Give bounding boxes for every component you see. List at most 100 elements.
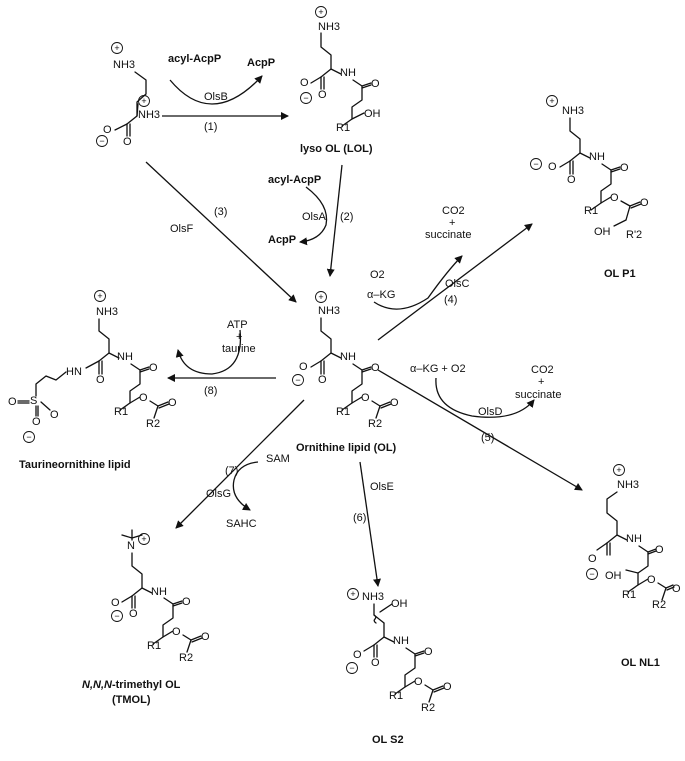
r8-taurine: taurine <box>222 343 256 355</box>
r8-number: (8) <box>204 385 217 397</box>
svg-text:R2: R2 <box>179 652 193 664</box>
reaction-4: O2 α–KG CO2 + succinate OlsC (4) <box>367 205 533 341</box>
svg-text:R1: R1 <box>389 690 403 702</box>
olp1-structure: + NH3 NH O O − O O O R1 OH R'2 OL P1 <box>530 95 649 280</box>
svg-text:−: − <box>533 159 538 169</box>
svg-text:R1: R1 <box>147 640 161 652</box>
reaction-6: OlsE (6) <box>353 461 394 587</box>
r2-product: AcpP <box>268 234 296 246</box>
r5-enzyme: OlsD <box>478 406 503 418</box>
svg-text:O: O <box>299 361 308 373</box>
r4-enzyme: OlsC <box>445 278 470 290</box>
r7-enzyme: OlsG <box>206 488 231 500</box>
svg-text:+: + <box>549 96 554 106</box>
svg-text:OH: OH <box>605 570 622 582</box>
r7-number: (7) <box>225 465 238 477</box>
r1-substrate-acyl: acyl-AcpP <box>168 53 221 65</box>
svg-text:+: + <box>616 465 621 475</box>
svg-text:NH3: NH3 <box>318 21 340 33</box>
svg-text:O: O <box>548 161 557 173</box>
r7-sahc: SAHC <box>226 518 257 530</box>
svg-text:−: − <box>349 663 354 673</box>
reaction-5: α–KG + O2 CO2 + succinate OlsD (5) <box>377 363 583 491</box>
svg-text:NH: NH <box>393 635 409 647</box>
svg-text:−: − <box>26 432 31 442</box>
svg-text:R'2: R'2 <box>626 229 642 241</box>
svg-text:O: O <box>300 77 309 89</box>
svg-text:R2: R2 <box>652 599 666 611</box>
amine-label: NH3 <box>113 59 135 71</box>
svg-text:R1: R1 <box>114 406 128 418</box>
svg-text:+: + <box>141 96 146 106</box>
svg-text:R2: R2 <box>146 418 160 430</box>
svg-text:N: N <box>127 540 135 552</box>
svg-text:O: O <box>168 397 177 409</box>
svg-text:NH3: NH3 <box>318 305 340 317</box>
svg-text:R2: R2 <box>368 418 382 430</box>
svg-text:O: O <box>567 174 576 186</box>
svg-text:O: O <box>96 374 105 386</box>
ornithine-structure: + NH3 + NH3 O O − <box>96 42 160 148</box>
svg-text:O: O <box>640 197 649 209</box>
r8-plus: + <box>236 331 242 343</box>
svg-text:NH: NH <box>117 351 133 363</box>
ols2-structure: + NH3 OH NH O O − O O O R1 R2 OL S2 <box>346 588 452 746</box>
svg-text:NH: NH <box>151 586 167 598</box>
lol-label: lyso OL (LOL) <box>300 143 373 155</box>
svg-text:NH3: NH3 <box>96 306 118 318</box>
r5-co2: CO2 <box>531 364 554 376</box>
svg-text:NH3: NH3 <box>617 479 639 491</box>
reaction-8: ATP + taurine (8) <box>167 319 276 397</box>
r8-atp: ATP <box>227 319 248 331</box>
reaction-2: acyl-AcpP AcpP OlsA (2) <box>268 164 353 277</box>
svg-text:O: O <box>424 646 433 658</box>
svg-text:OH: OH <box>391 598 408 610</box>
svg-text:O: O <box>371 362 380 374</box>
olp1-label: OL P1 <box>604 268 636 280</box>
ols2-label: OL S2 <box>372 734 404 746</box>
r5-cosubstrates: α–KG + O2 <box>410 363 466 375</box>
tmol-label-line2: (TMOL) <box>112 694 151 706</box>
r6-number: (6) <box>353 512 366 524</box>
tmol-label-line1: N,N,N-trimethyl OL <box>82 679 181 691</box>
svg-text:R2: R2 <box>421 702 435 714</box>
r6-enzyme: OlsE <box>370 481 394 493</box>
r3-enzyme: OlsF <box>170 223 194 235</box>
taurine-ol-label: Taurineornithine lipid <box>19 459 131 471</box>
svg-text:+: + <box>350 589 355 599</box>
svg-text:O: O <box>353 649 362 661</box>
svg-text:+: + <box>318 7 323 17</box>
svg-text:O: O <box>414 676 423 688</box>
svg-text:−: − <box>114 611 119 621</box>
lol-structure: + NH3 NH O O − O OH R1 lyso OL (LOL) <box>300 6 381 155</box>
olnl1-label: OL NL1 <box>621 657 660 669</box>
svg-text:−: − <box>295 375 300 385</box>
svg-text:O: O <box>318 89 327 101</box>
svg-text:O: O <box>371 78 380 90</box>
svg-text:O: O <box>361 392 370 404</box>
svg-text:O: O <box>129 608 138 620</box>
r5-succinate: succinate <box>515 389 561 401</box>
svg-text:O: O <box>32 416 41 428</box>
svg-text:O: O <box>201 631 210 643</box>
svg-text:NH3: NH3 <box>362 591 384 603</box>
svg-text:NH: NH <box>340 351 356 363</box>
r4-number: (4) <box>444 294 457 306</box>
svg-text:R1: R1 <box>336 406 350 418</box>
svg-text:R1: R1 <box>336 122 350 134</box>
svg-text:OH: OH <box>364 108 381 120</box>
r7-sam: SAM <box>266 453 290 465</box>
svg-text:−: − <box>589 569 594 579</box>
svg-text:O: O <box>655 544 664 556</box>
svg-text:R1: R1 <box>584 205 598 217</box>
svg-text:O: O <box>8 396 17 408</box>
r4-co2: CO2 <box>442 205 465 217</box>
r1-product: AcpP <box>247 57 275 69</box>
olnl1-structure: + NH3 NH O − O OH O O R1 R2 OL NL1 <box>586 464 681 669</box>
r1-number: (1) <box>204 121 217 133</box>
svg-text:−: − <box>99 136 104 146</box>
svg-text:O: O <box>443 681 452 693</box>
svg-text:O: O <box>103 124 112 136</box>
svg-text:O: O <box>182 596 191 608</box>
